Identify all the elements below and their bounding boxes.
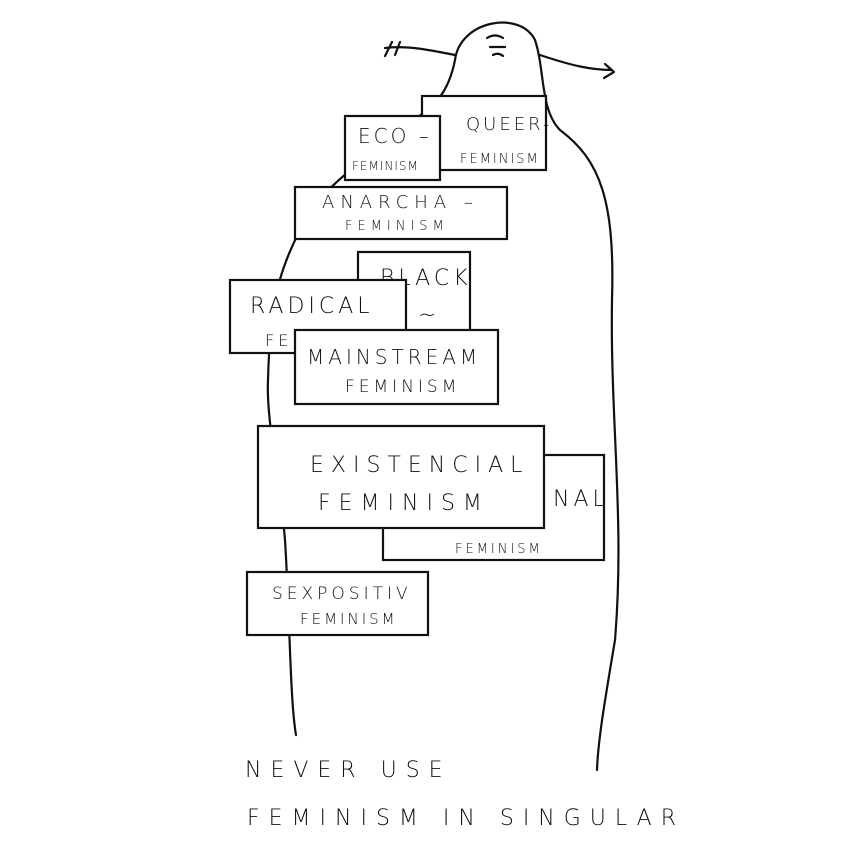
label-eco: ECO – FEMINISM xyxy=(343,114,442,182)
svg-text:FEMINISM: FEMINISM xyxy=(352,159,419,173)
svg-text:~: ~ xyxy=(418,303,440,328)
caption-line-1: NEVER USE xyxy=(245,758,452,783)
svg-text:ANARCHA –: ANARCHA – xyxy=(322,192,479,213)
svg-text:FEMINISM: FEMINISM xyxy=(318,491,490,516)
svg-text:QUEER-: QUEER- xyxy=(466,114,552,135)
label-queer: QUEER- FEMINISM xyxy=(420,94,552,172)
right-braid xyxy=(538,53,616,80)
svg-text:RADICAL: RADICAL xyxy=(250,294,374,319)
svg-text:FEMINISM: FEMINISM xyxy=(455,542,543,557)
svg-text:MAINSTREAM: MAINSTREAM xyxy=(307,345,481,369)
svg-text:ECO –: ECO – xyxy=(358,124,432,148)
label-existencial: EXISTENCIAL FEMINISM xyxy=(256,424,546,530)
svg-text:NAL: NAL xyxy=(553,487,609,512)
svg-text:FEMINISM: FEMINISM xyxy=(460,152,540,167)
label-anarcha: ANARCHA – FEMINISM xyxy=(293,185,509,241)
svg-text:FEMINISM: FEMINISM xyxy=(300,610,398,628)
face xyxy=(485,34,507,58)
svg-text:FEMINISM: FEMINISM xyxy=(345,219,449,234)
svg-text:SEXPOSITIV: SEXPOSITIV xyxy=(272,584,412,604)
label-mainstream: MAINSTREAM FEMINISM xyxy=(293,328,500,406)
svg-text:FE: FE xyxy=(265,331,292,350)
svg-text:FEMINISM: FEMINISM xyxy=(345,377,460,397)
left-braid xyxy=(383,40,457,58)
svg-text:EXISTENCIAL: EXISTENCIAL xyxy=(310,453,529,478)
caption: NEVER USE FEMINISM IN SINGULAR xyxy=(245,758,685,831)
label-sexpositiv: SEXPOSITIV FEMINISM xyxy=(245,570,430,637)
caption-line-2: FEMINISM IN SINGULAR xyxy=(247,806,685,831)
